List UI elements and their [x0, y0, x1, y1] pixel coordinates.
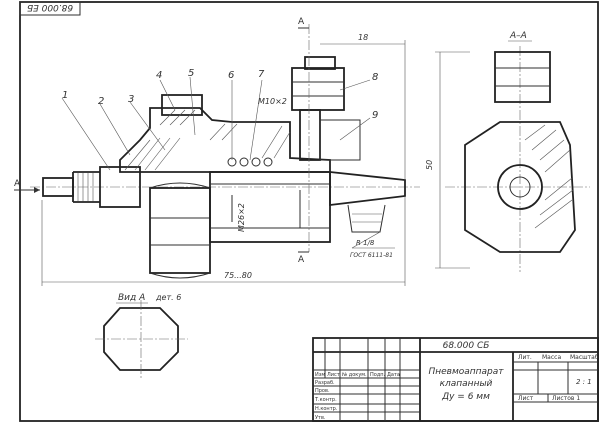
valve-body — [209, 171, 331, 243]
tb-col-date: Дата — [387, 372, 400, 378]
section-mark-top: A — [298, 17, 305, 27]
title-block: 68.000 СБ Пневмоаппарат клапанный Ду = 6… — [312, 337, 599, 422]
tb-col-doc: № докум. — [342, 372, 367, 378]
nut-4 — [161, 94, 203, 116]
tb-name-line3: Ду = 6 мм — [441, 392, 490, 402]
tb-scale: 2 : 1 — [576, 378, 592, 386]
aa-bore — [497, 164, 543, 210]
callout-8: 8 — [372, 72, 378, 83]
section-mark-bottom: A — [298, 255, 305, 265]
housing-section — [119, 107, 331, 173]
callout-3: 3 — [128, 94, 134, 105]
dimensions: 18 M10×2 M26×2 75...80 R 1/8 ГОСТ 6111-8… — [41, 33, 406, 286]
callout-6: 6 — [228, 70, 234, 81]
tb-code: 68.000 СБ — [443, 341, 490, 351]
section-title: A–A — [509, 31, 527, 41]
tb-row-tkontr: Т.контр. — [314, 397, 337, 403]
section-aa-view: A–A 50 — [425, 31, 590, 272]
tb-sheets: Листов 1 — [552, 395, 580, 402]
callout-7: 7 — [258, 69, 265, 80]
tb-row-prov: Пров. — [315, 388, 330, 394]
spout — [329, 170, 406, 207]
octagon-outline — [103, 307, 179, 371]
callout-9: 9 — [372, 110, 378, 121]
tb-col-sign: Подп. — [370, 372, 386, 378]
outlet-nut — [291, 67, 345, 111]
callout-2: 2 — [98, 96, 104, 107]
hatching — [124, 109, 291, 171]
view-mark-left: A — [14, 179, 21, 189]
tb-sheet: Лист — [518, 395, 534, 402]
aa-nut — [494, 51, 551, 103]
leader-lines — [61, 76, 371, 171]
stamp-box — [19, 1, 81, 16]
hex-nut — [149, 187, 211, 274]
aa-body — [464, 121, 576, 253]
callout-5: 5 — [188, 68, 194, 79]
tb-mass: Масса — [542, 354, 561, 361]
tb-col-list: Лист — [327, 372, 340, 378]
tb-name-line2: клапанный — [440, 379, 493, 389]
tb-row-nkontr: Н.контр. — [315, 406, 338, 412]
sheet-frame — [19, 1, 599, 422]
tb-row-razrab: Разраб. — [315, 380, 335, 386]
dim-18: 18 — [358, 33, 368, 42]
section-markers: A A A — [14, 17, 309, 265]
dim-m10: M10×2 — [258, 97, 287, 106]
callout-1: 1 — [62, 90, 68, 101]
dim-r18: R 1/8 — [356, 239, 375, 247]
callout-4: 4 — [156, 70, 162, 81]
stamp-code: 68.000 ЕБ — [27, 2, 73, 12]
view-a-detail: дет. 6 — [155, 293, 181, 302]
tb-scale-header: Масштаб — [570, 354, 599, 361]
view-a-label: Вид А — [118, 293, 145, 303]
view-a: Вид А дет. 6 — [95, 293, 188, 378]
dim-m26: M26×2 — [237, 203, 246, 232]
dim-50: 50 — [425, 160, 434, 170]
callout-numbers: 1 2 3 4 5 6 7 8 9 — [62, 68, 378, 121]
tb-col-izm: Изм — [315, 372, 325, 378]
tb-lit: Лит. — [518, 354, 532, 361]
dim-length: 75...80 — [224, 271, 252, 280]
tb-name-line1: Пневмоаппарат — [428, 367, 504, 377]
dim-gost: ГОСТ 6111-81 — [350, 252, 393, 259]
tb-row-utv: Утв. — [315, 415, 326, 421]
